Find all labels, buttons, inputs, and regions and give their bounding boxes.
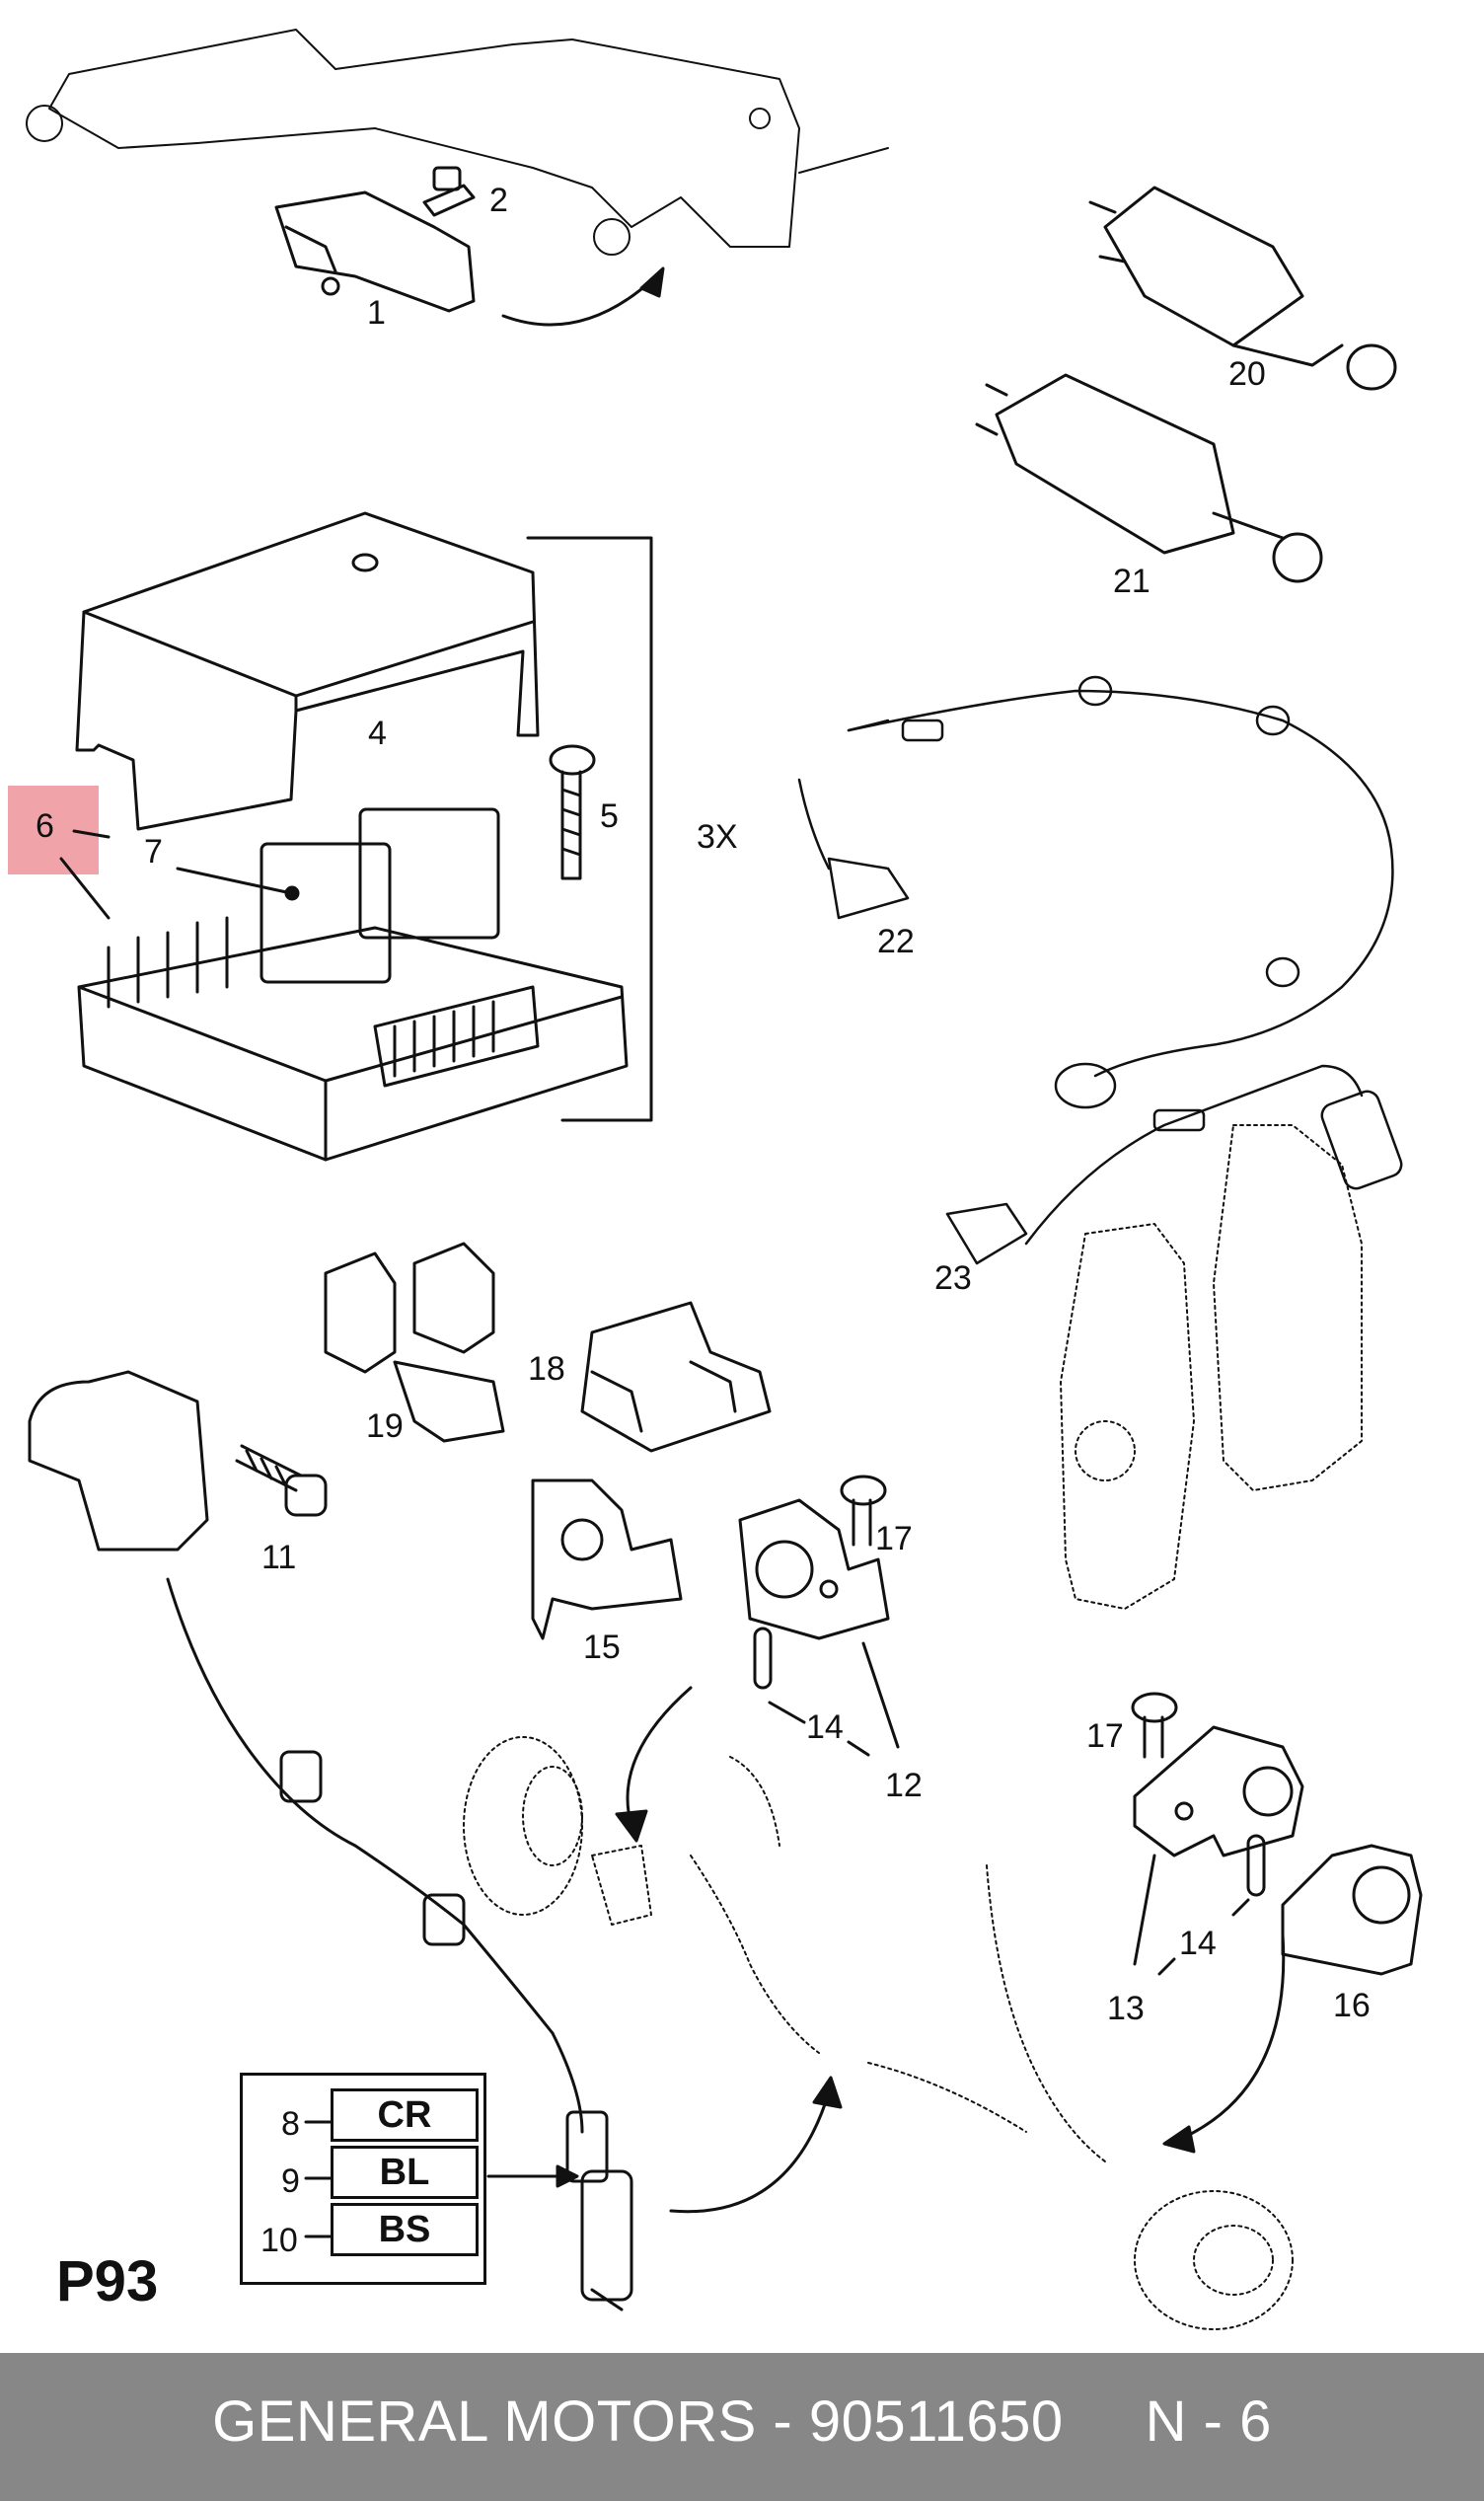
part-18-clip	[580, 1301, 772, 1453]
part-19-clip	[324, 1242, 505, 1443]
callout-14-lower: 14	[1179, 1925, 1217, 1962]
part-4-cover	[75, 511, 540, 831]
code-bl: BL	[331, 2146, 479, 2199]
part-15-bracket	[531, 1478, 683, 1640]
callout-6: 6	[36, 807, 54, 845]
callout-highlight	[8, 786, 99, 874]
relay-box-illustration	[77, 807, 629, 1162]
callout-14-upper: 14	[806, 1708, 844, 1746]
wheel-hub-left-illustration	[463, 1736, 820, 2054]
speed-sensor-cable	[28, 1370, 633, 2312]
callout-22: 22	[877, 923, 915, 960]
arrow-1-to-lever	[501, 274, 658, 327]
brake-pads-illustration	[1060, 1124, 1363, 1610]
callout-20: 20	[1228, 355, 1266, 393]
part-16-bracket	[1281, 1844, 1423, 1976]
callout-19: 19	[366, 1407, 404, 1445]
arrow-to-right-hub	[1172, 1933, 1286, 2144]
leader-14b	[1231, 1898, 1250, 1917]
part-17-screw-upper	[840, 1475, 887, 1547]
leader-6b	[72, 829, 111, 839]
part-22-sensor-wire	[797, 675, 1394, 1109]
callout-15: 15	[583, 1629, 621, 1666]
wheel-hub-right-illustration	[867, 1864, 1294, 2330]
callout-17-upper: 17	[875, 1520, 913, 1557]
callout-9: 9	[281, 2162, 300, 2200]
callout-16: 16	[1333, 1987, 1371, 2024]
part-12-bracket	[738, 1498, 890, 1640]
callout-3x: 3X	[697, 818, 738, 856]
callout-5: 5	[600, 797, 619, 835]
part-13-bracket	[1133, 1725, 1304, 1857]
leader-12	[861, 1641, 900, 1749]
handbrake-lever-illustration	[26, 29, 889, 256]
bracket-3x	[526, 536, 653, 1122]
part-14-pin-upper	[753, 1627, 773, 1690]
parts-diagram: 1 2 4 5 3X 6 7 8 9 10 11 12 13 14 14 15 …	[8, 29, 1423, 2330]
callout-1: 1	[367, 294, 386, 332]
part-2-screw	[422, 166, 476, 217]
callout-11: 11	[261, 1539, 297, 1576]
callout-18: 18	[528, 1350, 565, 1388]
part-21-brake-switch	[975, 373, 1323, 583]
part-5-screw	[549, 744, 596, 880]
leader-6	[59, 857, 111, 920]
part-17-screw-lower	[1131, 1692, 1178, 1759]
callout-10: 10	[260, 2222, 298, 2259]
part-11-bolt	[235, 1444, 328, 1517]
callout-17-lower: 17	[1086, 1717, 1124, 1755]
leader-7	[176, 867, 293, 895]
leader-13	[1133, 1854, 1176, 1976]
arrow-to-left-hub	[626, 1686, 693, 1828]
code-table	[240, 2073, 486, 2285]
callout-13: 13	[1107, 1990, 1145, 2027]
footer-text: GENERAL MOTORS - 90511650 N - 6	[212, 2389, 1272, 2454]
diagram-id: P93	[56, 2249, 159, 2313]
code-cr: CR	[331, 2088, 479, 2142]
callout-4: 4	[368, 715, 387, 752]
part-23-sensor-wire	[945, 1064, 1403, 1265]
callout-21: 21	[1113, 563, 1150, 600]
callout-7: 7	[144, 833, 163, 871]
footer-bar: GENERAL MOTORS - 90511650 N - 6	[0, 2353, 1484, 2501]
part-14-pin-lower	[1246, 1834, 1266, 1897]
arrow-sensor-to-hub	[669, 2090, 831, 2214]
callout-12: 12	[885, 1767, 923, 1804]
callout-8: 8	[281, 2105, 300, 2143]
callout-2: 2	[489, 182, 508, 219]
leader-14a	[768, 1701, 870, 1757]
callout-23: 23	[934, 1259, 972, 1297]
part-1-bracket	[274, 190, 476, 313]
part-20-brake-switch	[1088, 186, 1397, 391]
code-bs: BS	[331, 2203, 479, 2256]
diagram-drawing	[26, 29, 1423, 2330]
